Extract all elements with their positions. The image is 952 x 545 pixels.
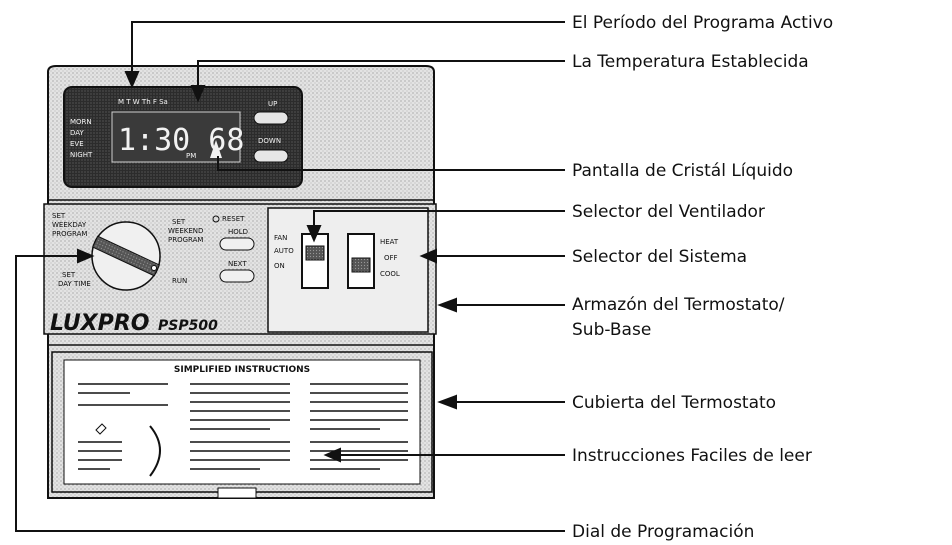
curve-icon [149, 425, 161, 477]
callout-labels: El Período del Programa Activo La Temper… [572, 13, 833, 542]
arrow-program-dial-icon [77, 248, 95, 264]
dial-set-weekend-1: SET [172, 218, 186, 226]
label-set-temperature: La Temperatura Establecida [572, 52, 809, 72]
cover-latch [217, 487, 257, 499]
fan-on-label: ON [274, 262, 285, 270]
lcd-days: M T W Th F Sa [118, 98, 168, 106]
next-button[interactable] [219, 269, 255, 283]
fan-label: FAN [274, 234, 287, 242]
dial-pointer [91, 235, 161, 277]
up-button[interactable] [253, 111, 289, 125]
down-label: DOWN [258, 137, 281, 145]
lcd-period-day: DAY [70, 129, 85, 137]
arrow-program-period-icon [124, 71, 140, 89]
system-heat-label: HEAT [380, 238, 399, 246]
button-group: RESET HOLD NEXT [212, 215, 255, 283]
lcd-pm: PM [186, 152, 196, 160]
label-system-selector: Selector del Sistema [572, 247, 747, 267]
arrow-frame-icon [437, 297, 457, 313]
instruction-lines [78, 383, 408, 470]
dial-set-weekday-1: SET [52, 212, 66, 220]
dial-set-daytime-1: SET [62, 271, 76, 279]
label-instructions: Instrucciones Faciles de leer [572, 446, 812, 466]
leader-lines [15, 21, 565, 532]
program-dial[interactable]: SET WEEKDAY PROGRAM SET WEEKEND PROGRAM … [52, 212, 203, 291]
label-program-dial: Dial de Programación [572, 522, 754, 542]
down-button[interactable] [253, 149, 289, 163]
lcd-time: 1:30 68° [118, 123, 263, 158]
label-cover: Cubierta del Termostato [572, 393, 776, 413]
reset-button[interactable] [212, 215, 220, 223]
model-name: PSP500 [158, 318, 218, 334]
dial-set-weekend-3: PROGRAM [168, 236, 203, 244]
arrow-system-selector-icon [419, 248, 437, 264]
dial-set-daytime-2: DAY TIME [58, 280, 91, 288]
fan-auto-label: AUTO [274, 247, 294, 255]
label-frame-line1: Armazón del Termostato/ [572, 295, 785, 315]
reset-label: RESET [222, 215, 245, 223]
lcd-display: M T W Th F Sa MORN DAY EVE NIGHT 1:30 68… [63, 86, 303, 188]
brand-name: LUXPRO [50, 311, 149, 336]
brand-logo: LUXPRO PSP500 [50, 311, 218, 336]
system-off-label: OFF [384, 254, 398, 262]
lcd-period-morn: MORN [70, 118, 92, 126]
system-cool-label: COOL [380, 270, 400, 278]
lcd-indicator-arrow-icon [210, 140, 222, 158]
cover-title: SIMPLIFIED INSTRUCTIONS [174, 365, 310, 375]
dial-set-weekday-2: WEEKDAY [52, 221, 87, 229]
up-label: UP [268, 100, 277, 108]
label-fan-selector: Selector del Ventilador [572, 202, 765, 222]
next-label: NEXT [228, 260, 247, 268]
dial-run-label: RUN [172, 277, 187, 285]
lcd-buttons-panel: UP DOWN [244, 98, 294, 170]
fan-switch[interactable]: FAN AUTO ON [274, 233, 329, 289]
arrow-fan-selector-icon [306, 225, 322, 243]
label-lcd-display: Pantalla de Cristál Líquido [572, 161, 793, 181]
lcd-period-eve: EVE [70, 140, 84, 148]
thermostat-cover[interactable]: SIMPLIFIED INSTRUCTIONS [51, 351, 433, 499]
arrow-set-temperature-icon [190, 85, 206, 103]
arrow-cover-icon [437, 394, 457, 410]
dial-set-weekend-2: WEEKEND [168, 227, 203, 235]
hold-label: HOLD [228, 228, 248, 236]
system-switch[interactable]: HEAT OFF COOL [347, 233, 400, 289]
pencil-icon [95, 423, 107, 435]
dial-set-weekday-3: PROGRAM [52, 230, 87, 238]
label-frame-line2: Sub-Base [572, 320, 651, 340]
lcd-period-night: NIGHT [70, 151, 93, 159]
hold-button[interactable] [219, 237, 255, 251]
label-program-period: El Período del Programa Activo [572, 13, 833, 33]
arrow-instructions-icon [323, 447, 341, 463]
